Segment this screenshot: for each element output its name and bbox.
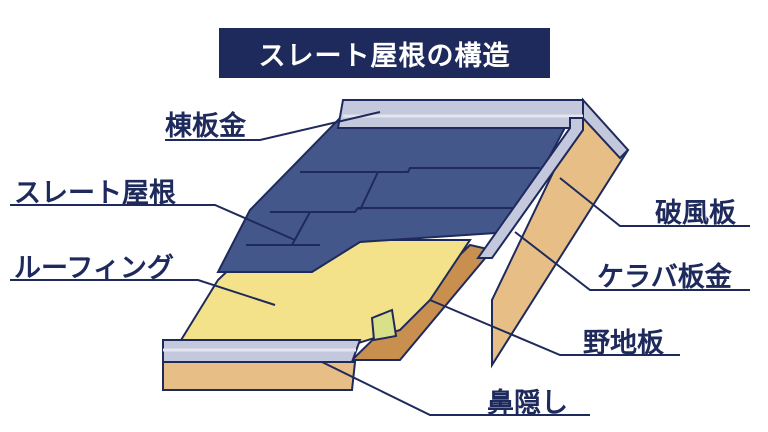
leader-verge-metal <box>514 231 750 291</box>
roofing-fold <box>370 308 398 342</box>
label-slate-roof: スレート屋根 <box>14 178 176 209</box>
fascia-board <box>162 361 357 391</box>
leader-sheathing <box>429 299 680 356</box>
leader-barge-board <box>559 177 750 227</box>
diagram-title: スレート屋根の構造 <box>258 40 511 72</box>
slate-course-lines <box>246 167 540 246</box>
label-barge-board: 破風板 <box>655 198 736 229</box>
leader-fascia <box>321 361 590 416</box>
title-box: スレート屋根の構造 <box>219 28 550 78</box>
verge-metal <box>476 117 584 259</box>
label-ridge-metal: 棟板金 <box>165 111 246 142</box>
leader-slate <box>10 204 296 241</box>
label-verge-metal: ケラバ板金 <box>597 262 732 293</box>
label-sheathing: 野地板 <box>583 328 664 359</box>
slate-roof <box>216 117 572 273</box>
label-fascia: 鼻隠し <box>487 388 568 419</box>
leader-roofing <box>10 279 276 306</box>
leader-lines <box>10 111 750 416</box>
leader-ridge <box>165 111 381 141</box>
label-roofing: ルーフィング <box>14 253 174 284</box>
